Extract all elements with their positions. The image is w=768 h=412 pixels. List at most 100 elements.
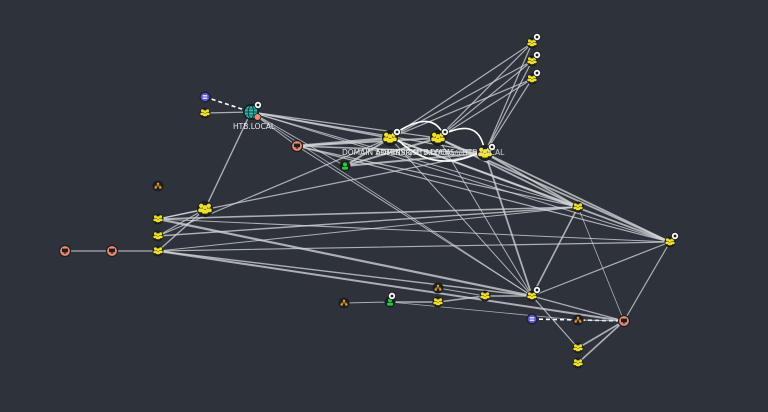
group-node[interactable] [479, 290, 491, 302]
graph-edge [343, 301, 391, 304]
group-icon [153, 247, 163, 255]
group-node[interactable] [526, 285, 542, 302]
group-label-admins: DOMAIN ADMINS@HTB.LOCAL [342, 148, 456, 157]
group-node[interactable] [197, 201, 213, 217]
group-icon [200, 109, 210, 117]
graph-edge [577, 320, 625, 364]
user-node[interactable] [339, 160, 351, 172]
group-icon [665, 238, 675, 246]
graph-edge-curved [397, 139, 481, 162]
label-layer: HTB.LOCAL DOMAIN ADMINS@HTB.LOCAL ENTERP… [233, 122, 505, 157]
graph-edge [437, 42, 533, 139]
group-node[interactable] [664, 231, 680, 248]
group-node[interactable] [572, 342, 584, 354]
user-icon [342, 162, 348, 170]
target-badge-icon [671, 231, 680, 240]
computer-icon [294, 143, 300, 149]
group-icon [527, 292, 537, 300]
graph-edge [250, 111, 671, 243]
group-node[interactable] [432, 296, 444, 308]
graph-edge [531, 206, 579, 297]
graph-edge [157, 206, 579, 252]
ou-node[interactable] [338, 297, 350, 309]
user-badge[interactable] [387, 291, 396, 300]
graph-edge [296, 145, 533, 297]
group-node[interactable] [199, 107, 211, 119]
graph-edge [157, 206, 579, 220]
computer-icon [109, 248, 115, 254]
group-node[interactable] [152, 245, 164, 257]
target-badge-icon [253, 101, 262, 110]
graph-edge [437, 60, 533, 139]
group-icon [480, 292, 490, 300]
group-icon [573, 344, 583, 352]
graph-edge [437, 287, 486, 297]
graph-edge [250, 111, 486, 154]
node-layer [58, 33, 680, 369]
group-node[interactable] [572, 357, 584, 369]
group-node[interactable] [152, 230, 164, 242]
graph-edge [344, 137, 391, 167]
group-node[interactable] [152, 213, 164, 225]
target-badge-icon [533, 33, 542, 42]
group-node[interactable] [572, 201, 584, 213]
graph-edge [157, 250, 533, 297]
graph-edge [344, 137, 439, 167]
computer-node[interactable] [105, 244, 119, 258]
group-icon [383, 132, 397, 143]
graph-edge [157, 208, 206, 237]
graph-edge [157, 241, 671, 252]
group-node[interactable] [430, 127, 449, 146]
domain-node[interactable] [243, 101, 262, 121]
ou-node[interactable] [572, 314, 584, 326]
group-icon [198, 203, 212, 214]
ou-icon [154, 182, 162, 189]
target-badge-icon [487, 142, 496, 151]
gpo-node[interactable] [199, 91, 211, 103]
graph-edge [250, 111, 346, 167]
graph-edge [437, 137, 579, 208]
graph-edge [577, 319, 625, 322]
computer-node[interactable] [290, 139, 304, 153]
graph-edge [484, 152, 579, 208]
graph-edge-curved [443, 127, 485, 149]
group-node[interactable] [526, 69, 542, 85]
graph-edge [484, 60, 533, 154]
graph-edge [531, 295, 579, 349]
graph-edge [204, 96, 252, 113]
graph-edge [437, 137, 671, 243]
graph-edge [623, 241, 671, 322]
graph-edge [296, 137, 439, 147]
computer-node[interactable] [58, 244, 72, 258]
group-icon [573, 203, 583, 211]
group-node[interactable] [526, 33, 542, 49]
group-node[interactable] [477, 142, 496, 161]
target-badge-icon [533, 69, 542, 78]
gpo-node[interactable] [526, 313, 538, 325]
ou-icon [340, 299, 348, 306]
group-label-overlap: ENTERPRISE ADMINS@HTB.LOCAL [376, 148, 505, 157]
ou-node[interactable] [432, 282, 444, 294]
graph-edge [437, 295, 486, 303]
group-node[interactable] [382, 127, 401, 146]
target-badge-icon [533, 285, 542, 294]
computer-node[interactable] [617, 314, 631, 328]
computer-icon [62, 248, 68, 254]
ou-node[interactable] [152, 180, 164, 192]
graph-edge [484, 152, 533, 297]
graph-edge [389, 78, 533, 139]
graph-edge [577, 206, 625, 322]
graph-edge [250, 111, 439, 139]
graph-edge [296, 145, 579, 208]
graph-edge [531, 241, 671, 297]
group-node[interactable] [526, 51, 542, 67]
target-badge-icon [392, 127, 401, 136]
group-icon [478, 147, 492, 158]
computer-icon [621, 318, 627, 324]
group-icon [153, 232, 163, 240]
graph-edge [389, 137, 671, 243]
group-icon [433, 298, 443, 306]
globe-icon [244, 105, 258, 119]
group-icon [527, 57, 537, 65]
